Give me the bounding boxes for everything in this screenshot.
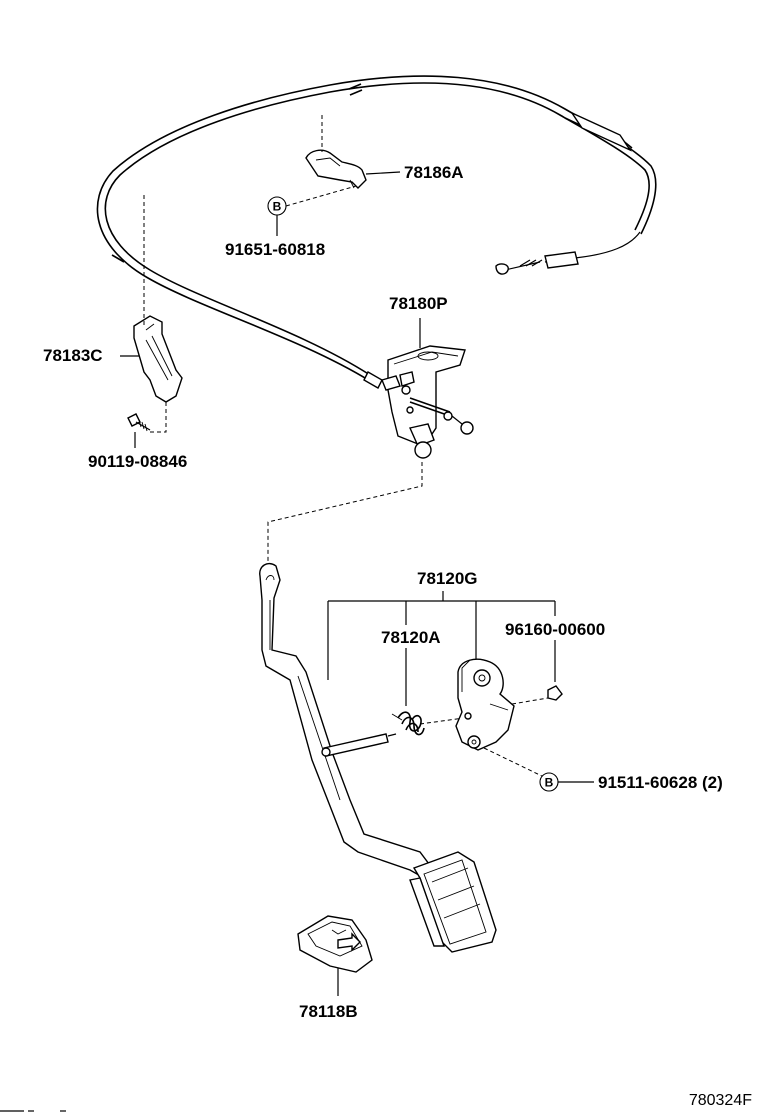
cable-bracket-78180P [381,345,474,459]
cable-to-pedal-dashed-line [267,462,423,562]
bolt-callout-upper: B [267,185,357,236]
label-96160-00600: 96160-00600 [505,620,605,639]
mounting-bracket-78183C [133,195,183,433]
callout-b-lower: B [545,776,554,790]
callout-b-upper: B [273,200,282,214]
label-91651-60818: 91651-60818 [225,240,325,259]
label-78186A: 78186A [404,163,464,182]
label-78180P: 78180P [389,294,448,313]
accelerator-pedal-arm [259,562,497,953]
label-91511-60628: 91511-60628 (2) [598,773,723,792]
label-78183C: 78183C [43,346,103,365]
label-78120G: 78120G [417,569,478,588]
bolt-callout-lower: B [483,747,594,792]
label-78118B: 78118B [299,1002,358,1021]
figure-code: 780324F [689,1092,752,1109]
leader-tree-78120G [327,591,556,706]
pedal-stopper-78118B [297,915,373,996]
pedal-support-bracket [455,658,563,751]
pivot-shaft-and-spring [321,711,465,757]
accelerator-cable [96,75,657,389]
bolt-90119-08846 [127,413,151,448]
cable-clamp-78186A [305,115,401,189]
label-90119-08846: 90119-08846 [88,452,187,471]
label-78120A: 78120A [381,628,441,647]
